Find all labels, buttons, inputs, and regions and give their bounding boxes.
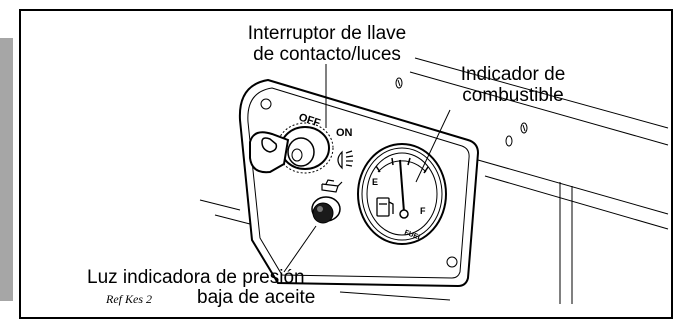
screw-heads	[395, 77, 528, 147]
leader-lines	[283, 64, 451, 273]
diagram-frame	[19, 9, 673, 319]
panel-screw-holes	[260, 98, 458, 268]
fuel-gauge-needle	[399, 159, 409, 219]
body-panel-lines	[199, 57, 669, 304]
fuel-pump-icon	[376, 197, 394, 217]
ignition-switch-callout: Interruptor de llave de contacto/luces	[239, 23, 415, 65]
control-panel-plate	[238, 78, 480, 288]
gauge-full-marking: F	[420, 206, 426, 216]
oil-can-icon	[321, 179, 343, 193]
gauge-fuel-marking: FUEL	[403, 229, 423, 242]
fuel-gauge-ticks	[375, 157, 429, 174]
fuel-gauge-callout-line1: Indicador de	[460, 64, 566, 85]
oil-pressure-light	[311, 196, 341, 224]
gauge-empty-marking: E	[372, 177, 378, 187]
side-bar	[0, 38, 13, 301]
ignition-switch-callout-line2: de contacto/luces	[253, 44, 401, 65]
ignition-switch-callout-line1: Interruptor de llave	[247, 23, 407, 44]
ignition-switch	[276, 122, 334, 174]
ignition-key	[249, 131, 290, 174]
headlight-icon	[337, 150, 354, 170]
reference-code: Ref Kes 2	[106, 292, 152, 306]
oil-light-callout-line2: baja de aceite	[197, 287, 316, 308]
fuel-gauge-callout: Indicador de combustible	[447, 64, 579, 106]
fuel-gauge-callout-line2: combustible	[462, 85, 564, 106]
oil-light-callout-line1: Luz indicadora de presión	[87, 267, 305, 288]
switch-on-marking: ON	[336, 127, 353, 139]
fuel-gauge	[357, 143, 447, 245]
